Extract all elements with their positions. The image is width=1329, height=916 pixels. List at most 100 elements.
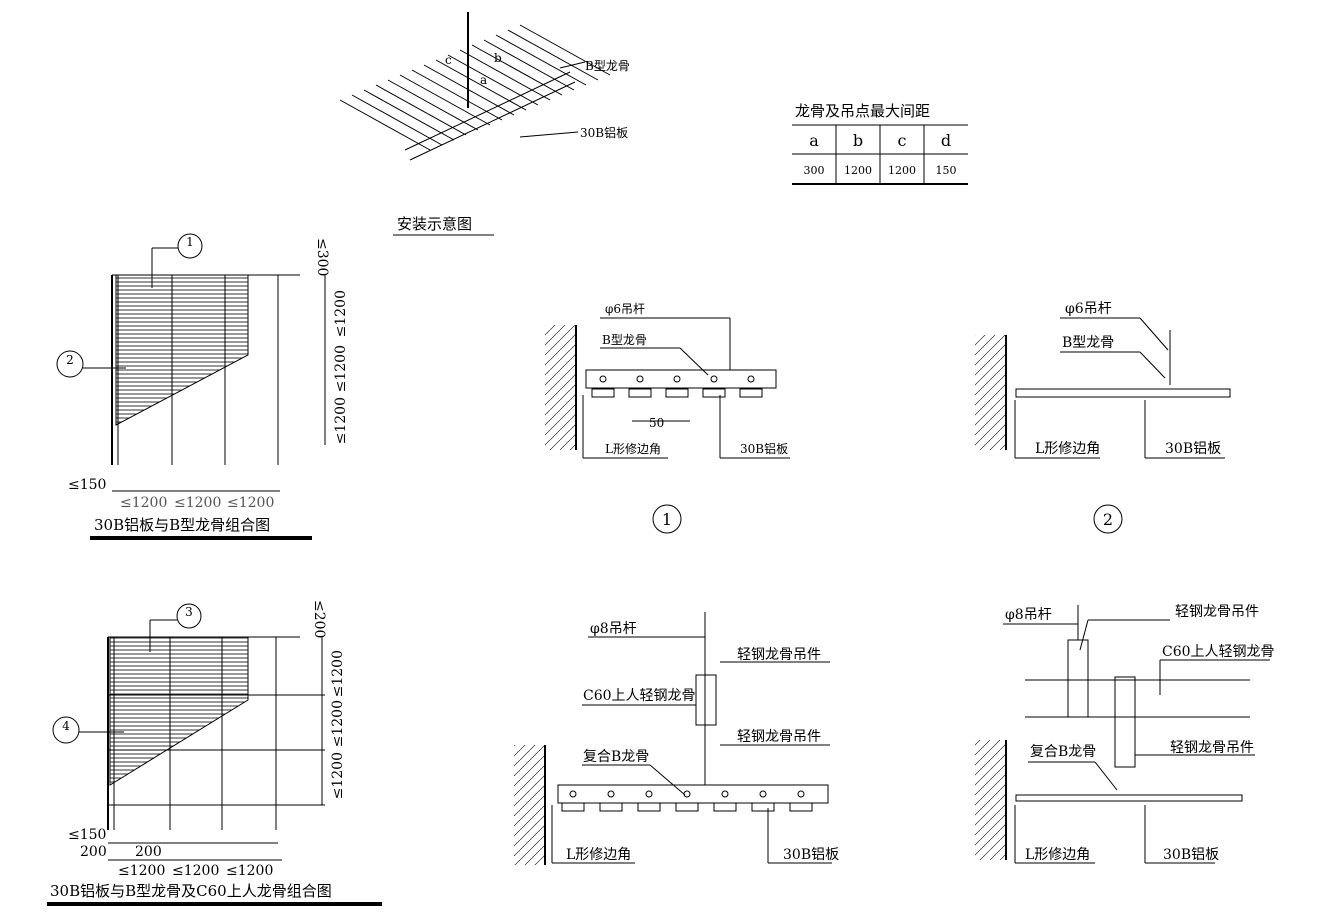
plan1-title: 30B铝板与B型龙骨组合图 [94, 516, 270, 534]
dim-200: 200 [135, 844, 162, 860]
hanger-label: 轻钢龙骨吊件 [1170, 740, 1254, 756]
rod-label: φ8吊杆 [1005, 607, 1052, 623]
table-header: b [853, 131, 863, 150]
drawing-stroke [387, 79, 479, 131]
label-panel: 30B铝板 [580, 125, 628, 140]
label-b-keel: B型龙骨 [585, 59, 630, 73]
drawing-stroke [789, 802, 813, 812]
spacing-table: 龙骨及吊点最大间距 a b c d 300 1200 1200 150 [792, 102, 968, 185]
drawing-stroke [675, 802, 699, 812]
dim-h: ≤1200 [227, 495, 274, 511]
drawing-stroke [636, 375, 644, 383]
section-1: φ6吊杆 B型龙骨 50 L形修边角 30B铝板 1 [545, 302, 790, 534]
drawing-stroke [519, 24, 611, 76]
dim-v: ≤1200 [333, 345, 349, 392]
composite-keel-label: 复合B龙骨 [1030, 743, 1096, 760]
drawing-stroke [683, 790, 691, 798]
drawing-stroke [363, 89, 455, 141]
table-cell: 1200 [888, 164, 916, 177]
drawing-stroke [759, 790, 767, 798]
drawing-stroke [351, 94, 443, 146]
section-4: φ8吊杆 轻钢龙骨吊件 C60上人轻钢龙骨 复合B龙骨 轻钢龙骨吊件 L形修边角… [975, 604, 1275, 864]
section-marker: 1 [662, 510, 672, 529]
drawing-stroke [607, 790, 615, 798]
trim-label: L形修边角 [1025, 847, 1090, 863]
table-header: d [941, 131, 951, 150]
table-header: c [898, 131, 907, 150]
gap-label: 50 [649, 416, 664, 430]
keel-label: B型龙骨 [1062, 335, 1114, 351]
plan-2: 3 4 ≤200 ≤1200 ≤1200 ≤1200 ≤150 200 200 … [47, 600, 382, 906]
dim-top: ≤300 [314, 238, 330, 276]
dim-h: ≤1200 [226, 863, 273, 879]
drawing-stroke [713, 802, 737, 812]
c60-label: C60上人轻钢龙骨 [583, 688, 696, 704]
drawing-stroke [739, 388, 763, 398]
panel-label: 30B铝板 [783, 847, 839, 863]
panel-label: 30B铝板 [1165, 441, 1221, 457]
table-title: 龙骨及吊点最大间距 [795, 102, 930, 120]
plan-1: 1 2 ≤300 ≤1200 ≤1200 ≤1200 ≤150 ≤1200 ≤1… [56, 233, 349, 540]
marker-1: 1 [186, 235, 194, 249]
dim-a: a [480, 73, 487, 87]
keel-label: B型龙骨 [602, 333, 647, 347]
drawing-stroke [702, 388, 726, 398]
marker-3: 3 [185, 605, 193, 619]
dim-h: ≤1200 [118, 863, 165, 879]
table-cell: 1200 [844, 164, 872, 177]
c60-label: C60上人轻钢龙骨 [1162, 644, 1275, 660]
drawing-stroke [599, 802, 623, 812]
drawing-stroke [375, 84, 467, 136]
dim-left: ≤150 [68, 477, 106, 493]
hanger-label: 轻钢龙骨吊件 [1175, 604, 1259, 620]
drawing-stroke [591, 388, 615, 398]
section-2: φ6吊杆 B型龙骨 L形修边角 30B铝板 2 [975, 301, 1231, 534]
panel-label: 30B铝板 [1163, 847, 1219, 863]
drawing-stroke [447, 54, 539, 106]
dim-b: b [494, 51, 502, 65]
trim-label: L形修边角 [1035, 441, 1100, 457]
rod-label: φ6吊杆 [1065, 301, 1112, 317]
panel-label: 30B铝板 [740, 441, 788, 456]
drawing-stroke [751, 802, 775, 812]
trim-label: L形修边角 [566, 847, 631, 863]
drawing-stroke [797, 790, 805, 798]
drawing-stroke [665, 388, 689, 398]
rod-label: φ6吊杆 [605, 302, 645, 316]
composite-keel-label: 复合B龙骨 [583, 748, 649, 765]
marker-4: 4 [62, 719, 70, 733]
section-marker: 2 [1103, 510, 1113, 529]
section-3: φ8吊杆 轻钢龙骨吊件 C60上人轻钢龙骨 轻钢龙骨吊件 复合B龙骨 L形修边角… [514, 612, 839, 865]
dim-left: ≤150 [68, 827, 106, 843]
drawing-stroke [599, 375, 607, 383]
drawing-stroke [645, 790, 653, 798]
drawing-stroke [495, 34, 587, 86]
dim-v: ≤1200 [330, 752, 346, 799]
drawing-stroke [673, 375, 681, 383]
dim-h: ≤1200 [174, 495, 221, 511]
dim-left2: 200 [80, 844, 107, 860]
drawing-stroke [561, 802, 585, 812]
drawing-stroke [710, 375, 718, 383]
drawing-stroke [471, 44, 563, 96]
hanger-label: 轻钢龙骨吊件 [737, 729, 821, 745]
install-title: 安装示意图 [397, 215, 472, 233]
install-sketch: B型龙骨 30B铝板 c b a 安装示意图 [339, 12, 630, 236]
table-cell: 150 [936, 164, 957, 177]
dim-top: ≤200 [311, 600, 327, 638]
drawing-stroke [459, 49, 551, 101]
drawing-stroke [507, 29, 599, 81]
dim-h: ≤1200 [120, 495, 167, 511]
drawing-stroke [569, 790, 577, 798]
drawing-stroke [747, 375, 755, 383]
dim-v: ≤1200 [330, 650, 346, 697]
dim-v: ≤1200 [330, 700, 346, 747]
table-cell: 300 [804, 164, 825, 177]
drawing-stroke [721, 790, 729, 798]
dim-h: ≤1200 [172, 863, 219, 879]
plan2-title: 30B铝板与B型龙骨及C60上人龙骨组合图 [50, 882, 332, 900]
hanger-label: 轻钢龙骨吊件 [737, 647, 821, 663]
dim-c: c [445, 53, 452, 67]
drawing-stroke [435, 59, 527, 111]
